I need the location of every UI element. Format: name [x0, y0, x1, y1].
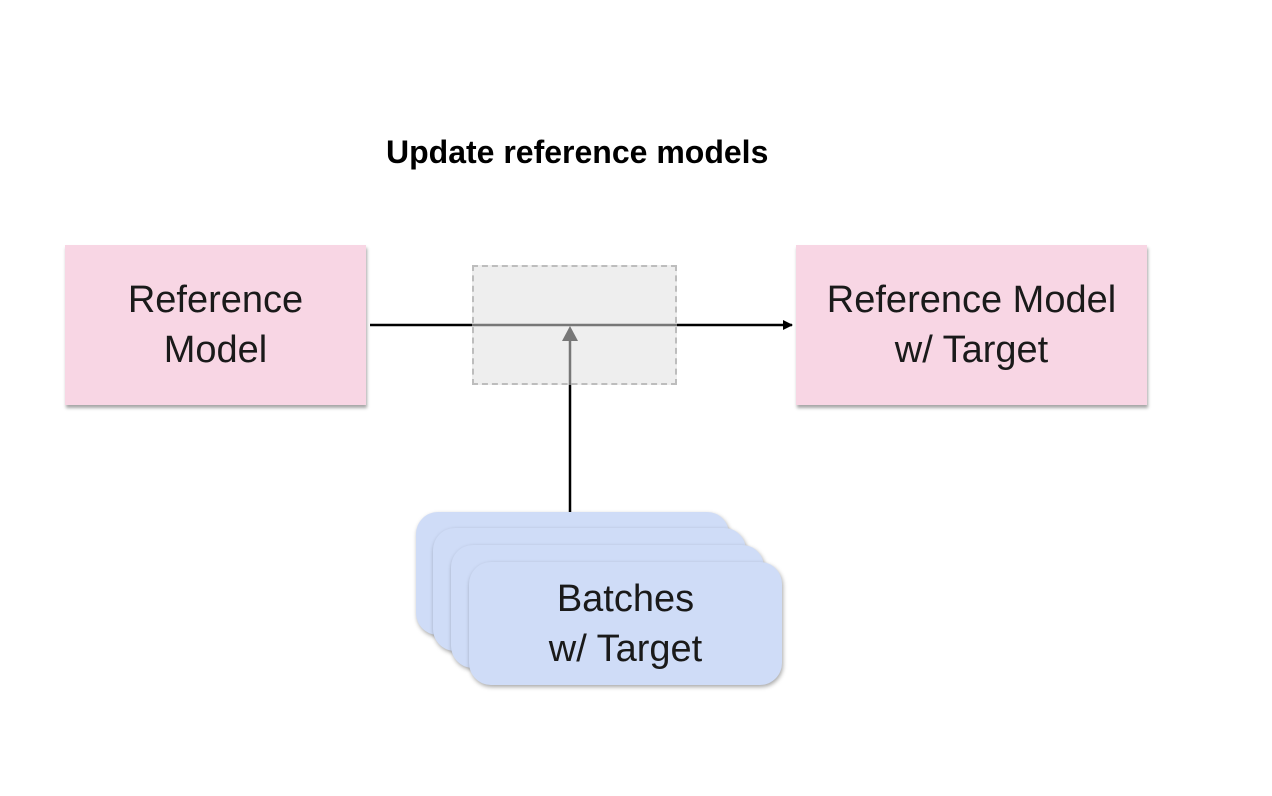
batches-label-line1: Batches: [556, 577, 695, 620]
update-operation-box: [472, 265, 677, 385]
reference-model-label-line2: Model: [163, 329, 268, 371]
batches-node: Batches w/ Target: [469, 562, 782, 685]
reference-model-target-label-line1: Reference Model: [826, 279, 1117, 321]
reference-model-target-label-line2: w/ Target: [894, 329, 1049, 371]
diagram-title: Update reference models: [386, 134, 769, 170]
batches-label-line2: w/ Target: [548, 627, 703, 670]
reference-model-label-line1: Reference: [127, 279, 304, 321]
reference-model-node: Reference Model: [65, 245, 366, 405]
reference-model-target-node: Reference Model w/ Target: [796, 245, 1147, 405]
